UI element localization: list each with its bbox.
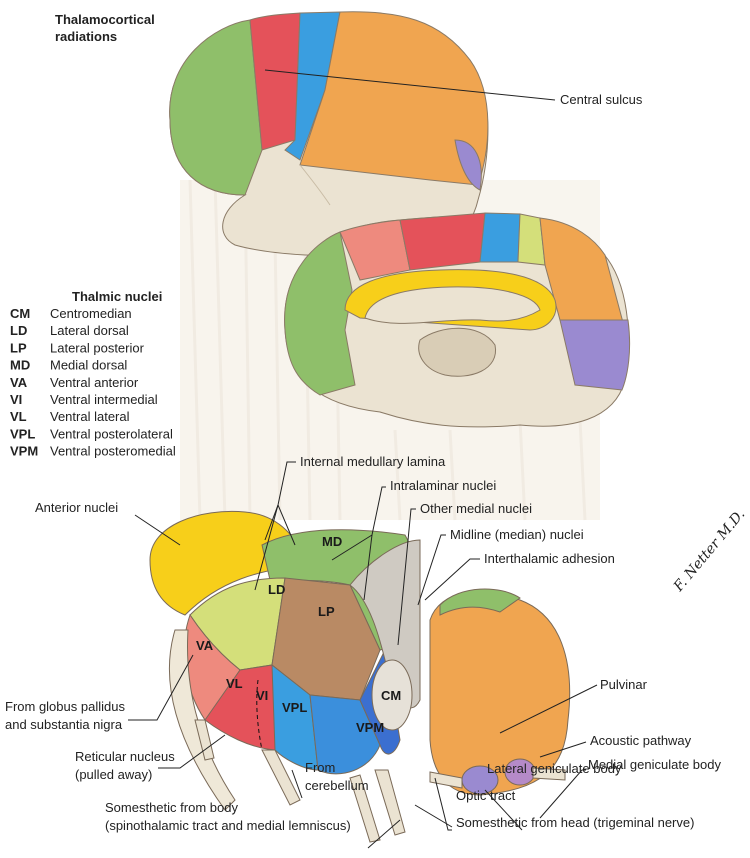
- label-from-cerebellum-1: From: [305, 760, 335, 775]
- tag-md: MD: [322, 534, 342, 549]
- legend-abbr: VPL: [10, 426, 35, 441]
- label-somesthetic-head: Somesthetic from head (trigeminal nerve): [456, 815, 694, 830]
- label-globus-pallidus-2: and substantia nigra: [5, 717, 123, 732]
- cm-region: [371, 659, 413, 731]
- legend-abbr: MD: [10, 358, 30, 373]
- label-from-cerebellum-2: cerebellum: [305, 778, 369, 793]
- label-pulvinar: Pulvinar: [600, 677, 648, 692]
- leader-lines: [128, 69, 598, 849]
- legend-abbr: LP: [10, 340, 27, 355]
- legend-name: Centromedian: [50, 306, 132, 321]
- label-optic-tract: Optic tract: [456, 788, 516, 803]
- label-interthalamic-adhesion: Interthalamic adhesion: [484, 551, 615, 566]
- legend-name: Ventral lateral: [50, 409, 130, 424]
- label-anterior-nuclei: Anterior nuclei: [35, 500, 118, 515]
- label-globus-pallidus-1: From globus pallidus: [5, 699, 125, 714]
- tag-vpl: VPL: [282, 700, 307, 715]
- label-other-medial-nuclei: Other medial nuclei: [420, 501, 532, 516]
- tag-cm: CM: [381, 688, 401, 703]
- legend-abbr: LD: [10, 323, 27, 338]
- nucleus-tags: MD LD LP VA VL VI VPL VPM CM: [196, 534, 401, 735]
- label-acoustic-pathway: Acoustic pathway: [590, 733, 692, 748]
- netter-signature: F. Netter M.D.: [670, 506, 748, 595]
- legend-name: Lateral dorsal: [50, 323, 129, 338]
- legend-name: Medial dorsal: [50, 358, 127, 373]
- label-midline-nuclei: Midline (median) nuclei: [450, 527, 584, 542]
- legend-name: Ventral posterolateral: [50, 426, 173, 441]
- tag-ld: LD: [268, 582, 285, 597]
- tag-va: VA: [196, 638, 214, 653]
- tag-vi: VI: [256, 688, 268, 703]
- lateral-brain-view: [169, 11, 489, 257]
- label-medial-geniculate-body: Medial geniculate body: [588, 757, 721, 772]
- legend-abbr: VL: [10, 409, 27, 424]
- legend-abbr: VI: [10, 392, 22, 407]
- label-somesthetic-body-2: (spinothalamic tract and medial lemniscu…: [105, 818, 351, 833]
- anatomical-labels: Central sulcus Internal medullary lamina…: [5, 92, 721, 833]
- tag-vl: VL: [226, 676, 243, 691]
- legend-name: Lateral posterior: [50, 340, 145, 355]
- title-line-1: Thalamocortical: [55, 12, 155, 27]
- legend-abbr: VPM: [10, 444, 38, 459]
- label-lateral-geniculate-body: Lateral geniculate body: [487, 761, 622, 776]
- legend-abbr: VA: [10, 375, 28, 390]
- label-internal-medullary-lamina: Internal medullary lamina: [300, 454, 446, 469]
- label-reticular-nucleus-2: (pulled away): [75, 767, 152, 782]
- label-central-sulcus: Central sulcus: [560, 92, 643, 107]
- legend-name: Ventral posteromedial: [50, 444, 176, 459]
- title-line-2: radiations: [55, 29, 117, 44]
- legend-abbr: CM: [10, 306, 30, 321]
- label-reticular-nucleus-1: Reticular nucleus: [75, 749, 175, 764]
- legend-name: Ventral intermedial: [50, 392, 158, 407]
- reticular-nucleus-shape: [168, 629, 236, 811]
- tag-lp: LP: [318, 604, 335, 619]
- tag-vpm: VPM: [356, 720, 384, 735]
- medial-brain-view: [284, 212, 631, 428]
- legend-name: Ventral anterior: [50, 375, 139, 390]
- legend-title: Thalmic nuclei: [72, 289, 162, 304]
- label-intralaminar-nuclei: Intralaminar nuclei: [390, 478, 496, 493]
- label-somesthetic-body-1: Somesthetic from body: [105, 800, 238, 815]
